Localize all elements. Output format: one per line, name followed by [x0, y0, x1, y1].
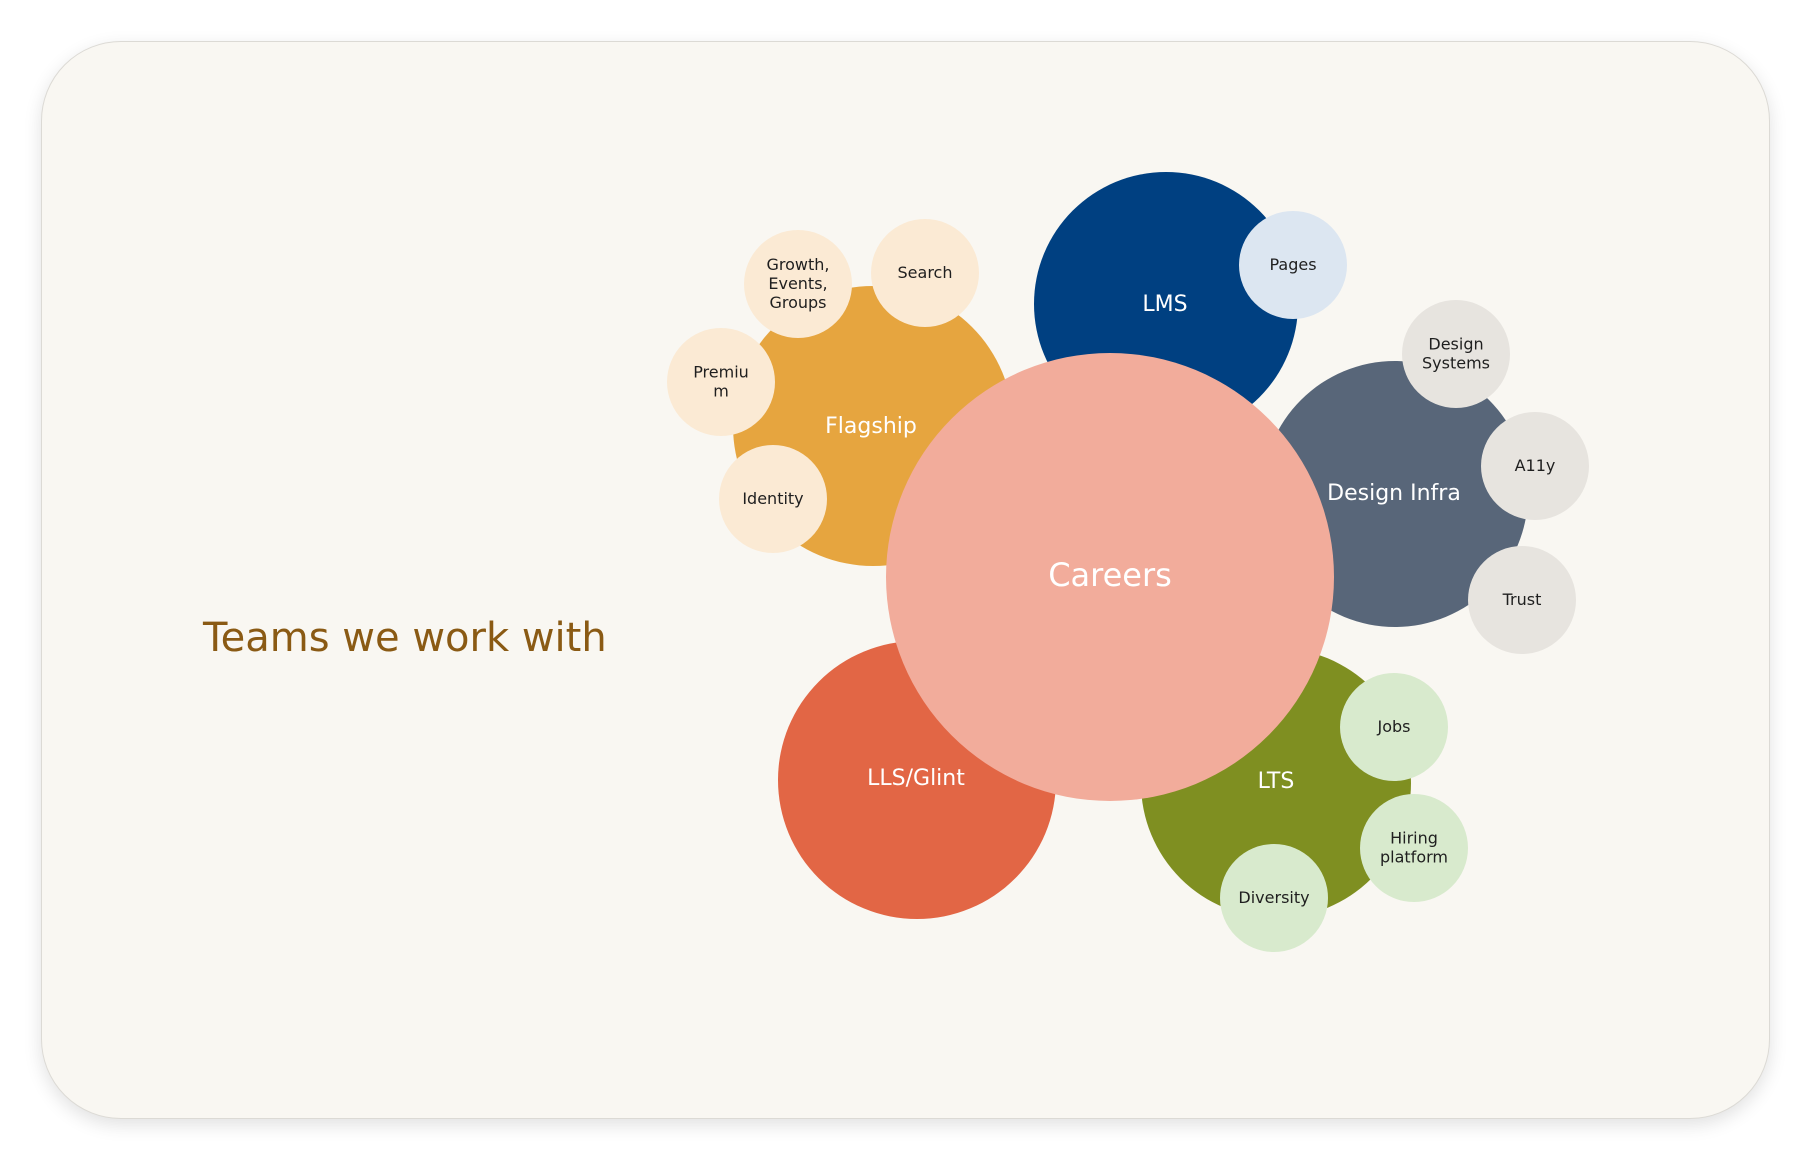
careers-circle [886, 353, 1334, 801]
growth-label: Growth,Events,Groups [767, 255, 830, 312]
a11y-circle [1481, 412, 1589, 520]
pages-label: Pages [1269, 255, 1316, 274]
flagship-label: Flagship [825, 414, 917, 439]
search-circle [871, 219, 979, 327]
design-infra-label: Design Infra [1327, 481, 1461, 506]
a11y-label: A11y [1515, 456, 1556, 475]
jobs-circle [1340, 673, 1448, 781]
jobs-label: Jobs [1377, 717, 1411, 736]
growth-circle [744, 230, 852, 338]
trust-label: Trust [1502, 590, 1542, 609]
page-title: Teams we work with [203, 615, 607, 661]
lls-glint-label: LLS/Glint [867, 766, 965, 791]
hiring-platform-circle [1360, 794, 1468, 902]
trust-circle [1468, 546, 1576, 654]
identity-circle [719, 445, 827, 553]
premium-circle [667, 328, 775, 436]
identity-label: Identity [742, 489, 803, 508]
search-label: Search [898, 263, 953, 282]
diversity-circle [1220, 844, 1328, 952]
lms-label: LMS [1142, 292, 1187, 317]
pages-circle [1239, 211, 1347, 319]
lts-label: LTS [1258, 769, 1295, 794]
careers-label: Careers [1048, 556, 1172, 594]
design-systems-circle [1402, 300, 1510, 408]
diversity-label: Diversity [1238, 888, 1309, 907]
